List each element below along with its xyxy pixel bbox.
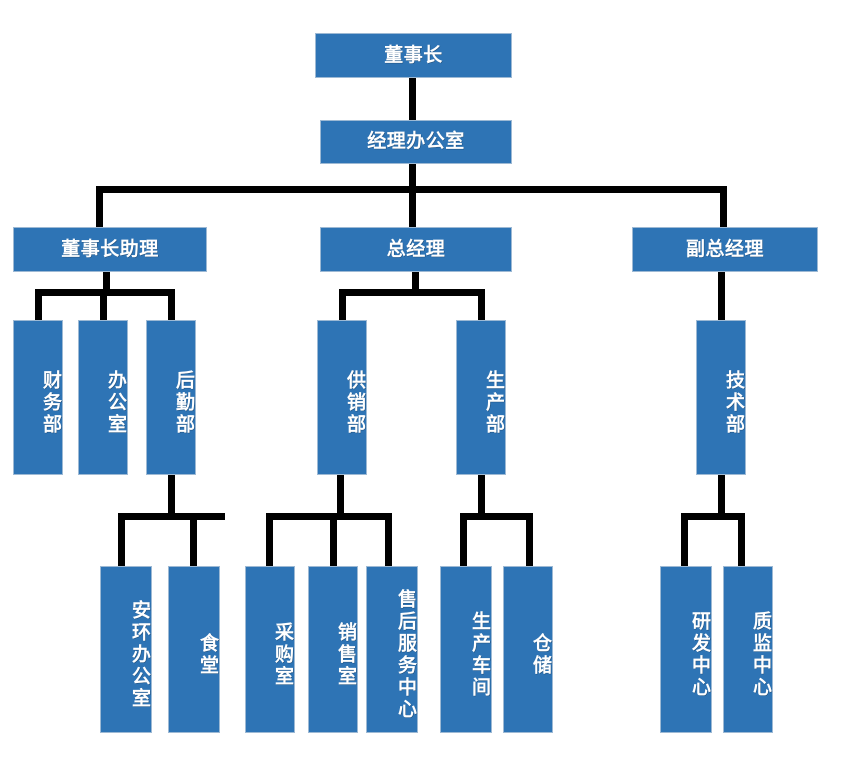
connector-deputy-gm-to-technology — [718, 272, 725, 320]
node-supply-sales-dept[interactable]: 供销部 — [317, 320, 367, 475]
node-chairman[interactable]: 董事长 — [315, 33, 512, 78]
node-office-label: 办公室 — [105, 369, 126, 436]
connector-logistics-drop-1 — [118, 513, 125, 566]
node-production-dept[interactable]: 生产部 — [456, 320, 506, 475]
connector-general-manager-drop-1 — [339, 289, 346, 320]
node-general-manager-label: 总经理 — [386, 238, 446, 260]
node-office[interactable]: 办公室 — [78, 320, 128, 475]
connector-chairman-assistant-drop-3 — [168, 289, 175, 320]
node-production-dept-label: 生产部 — [483, 369, 504, 436]
node-deputy-general-manager[interactable]: 副总经理 — [632, 227, 818, 272]
node-quality-center[interactable]: 质监中心 — [723, 566, 773, 733]
node-chairman-assistant-label: 董事长助理 — [61, 238, 159, 260]
connector-general-manager-bus — [339, 289, 485, 296]
node-chairman-label: 董事长 — [384, 44, 443, 66]
node-finance-dept-label: 财务部 — [40, 369, 61, 436]
node-finance-dept[interactable]: 财务部 — [13, 320, 63, 475]
node-safety-env-office-label: 安环办公室 — [129, 599, 150, 710]
connector-chairman-assistant-drop-2 — [100, 289, 107, 320]
node-manager-office-label: 经理办公室 — [367, 131, 465, 153]
connector-production-drop-1 — [460, 513, 467, 566]
node-sales-room-label: 销售室 — [335, 621, 356, 688]
connector-logistics-stem — [168, 475, 175, 513]
connector-technology-bus — [681, 513, 745, 520]
connector-supply-sales-drop-3 — [385, 513, 392, 566]
node-purchasing-room-label: 采购室 — [272, 621, 293, 688]
node-warehouse-label: 仓储 — [530, 632, 551, 677]
connector-production-bus — [460, 513, 533, 520]
connector-level3-drop-left — [96, 186, 103, 227]
node-after-sales-center-label: 售后服务中心 — [395, 588, 416, 721]
node-purchasing-room[interactable]: 采购室 — [245, 566, 295, 733]
connector-technology-drop-1 — [681, 513, 688, 566]
node-production-workshop-label: 生产车间 — [469, 610, 490, 699]
node-quality-center-label: 质监中心 — [750, 610, 771, 699]
node-canteen[interactable]: 食堂 — [168, 566, 220, 733]
connector-general-manager-drop-2 — [478, 289, 485, 320]
connector-technology-drop-2 — [738, 513, 745, 566]
node-deputy-general-manager-label: 副总经理 — [685, 238, 764, 260]
connector-logistics-drop-2 — [190, 513, 197, 566]
node-production-workshop[interactable]: 生产车间 — [440, 566, 492, 733]
connector-technology-stem — [718, 475, 725, 513]
node-warehouse[interactable]: 仓储 — [503, 566, 553, 733]
connector-supply-sales-drop-2 — [330, 513, 337, 566]
node-supply-sales-dept-label: 供销部 — [344, 369, 365, 436]
connector-level3-drop-right — [720, 186, 727, 227]
connector-supply-sales-drop-1 — [266, 513, 273, 566]
connector-chairman-to-manager-office — [409, 78, 416, 120]
node-logistics-dept-label: 后勤部 — [173, 369, 194, 436]
connector-manager-office-stem — [409, 164, 416, 189]
connector-production-stem — [478, 475, 485, 513]
connector-supply-sales-stem — [337, 475, 344, 513]
node-manager-office[interactable]: 经理办公室 — [320, 120, 512, 164]
connector-supply-sales-bus — [266, 513, 392, 520]
connector-level3-drop-center — [409, 186, 416, 227]
node-safety-env-office[interactable]: 安环办公室 — [100, 566, 152, 733]
node-general-manager[interactable]: 总经理 — [320, 227, 512, 272]
node-rd-center-label: 研发中心 — [689, 610, 710, 699]
node-logistics-dept[interactable]: 后勤部 — [146, 320, 196, 475]
node-sales-room[interactable]: 销售室 — [308, 566, 358, 733]
node-rd-center[interactable]: 研发中心 — [660, 566, 712, 733]
connector-production-drop-2 — [526, 513, 533, 566]
connector-general-manager-stem — [412, 272, 419, 294]
node-technology-dept[interactable]: 技术部 — [696, 320, 746, 475]
node-technology-dept-label: 技术部 — [723, 369, 744, 436]
node-chairman-assistant[interactable]: 董事长助理 — [13, 227, 207, 272]
connector-chairman-assistant-stem — [103, 272, 110, 294]
node-after-sales-center[interactable]: 售后服务中心 — [366, 566, 418, 733]
connector-chairman-assistant-drop-1 — [35, 289, 42, 320]
node-canteen-label: 食堂 — [197, 632, 218, 677]
connector-logistics-bus — [118, 513, 225, 520]
